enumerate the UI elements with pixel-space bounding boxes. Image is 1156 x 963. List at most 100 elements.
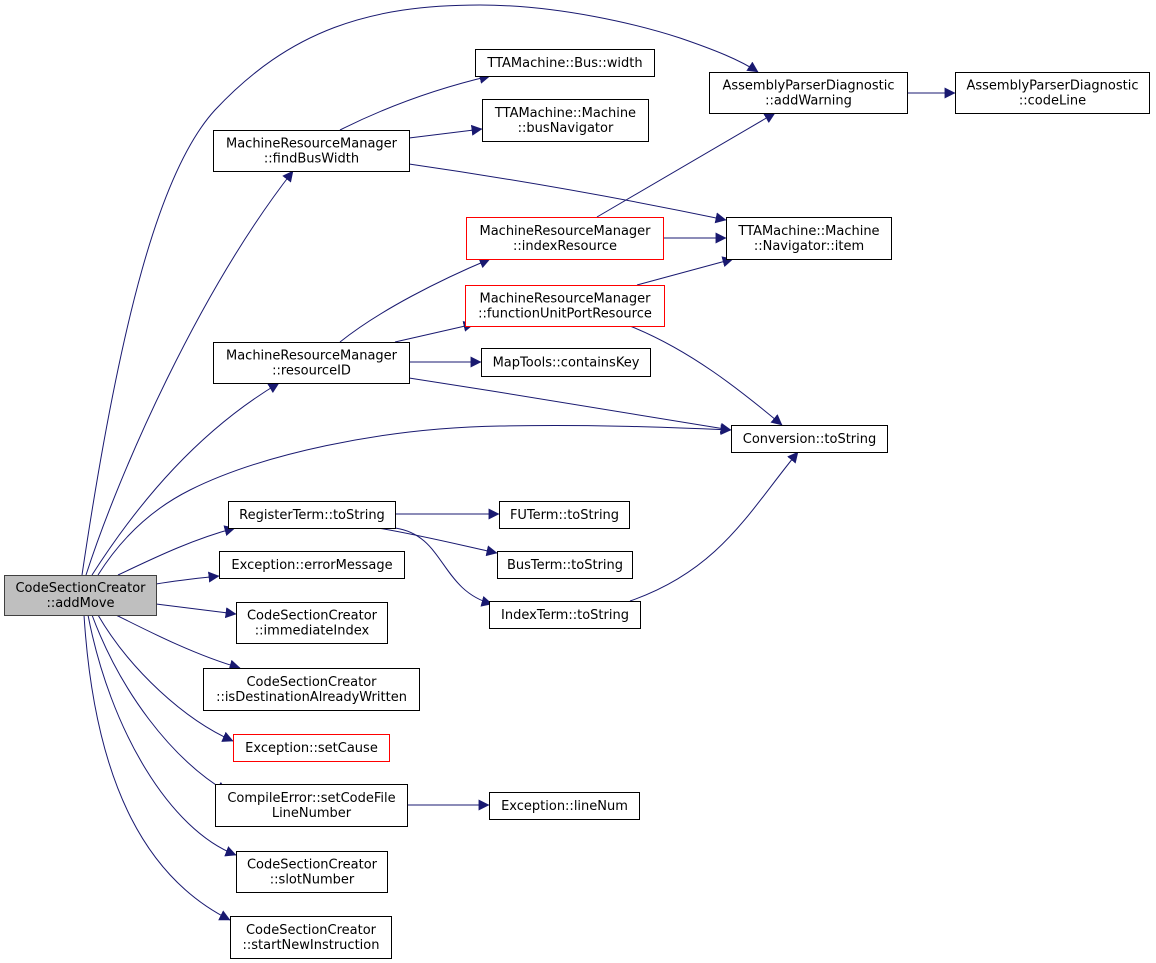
node-conversion-tostring[interactable]: Conversion::toString: [731, 425, 888, 453]
node-label-line: ::isDestinationAlreadyWritten: [216, 690, 407, 705]
node-label-line: LineNumber: [272, 806, 352, 821]
node-fu-port-resource[interactable]: MachineResourceManager::functionUnitPort…: [465, 285, 665, 327]
edges-layer: [81, 4, 956, 921]
edge-root-to-immediate_index: [155, 603, 237, 619]
node-label-line: CodeSectionCreator: [247, 858, 378, 873]
node-label-line: CodeSectionCreator: [15, 581, 146, 596]
node-box: [475, 49, 655, 77]
node-box: [466, 217, 664, 260]
edge-root-to-resource_id: [91, 382, 280, 576]
edge-index_resource-to-add_warning: [596, 112, 776, 218]
node-label-line: Exception::errorMessage: [231, 558, 392, 573]
node-label-line: MachineResourceManager: [479, 292, 651, 307]
node-line-num[interactable]: Exception::lineNum: [489, 792, 640, 820]
node-box: [4, 575, 157, 616]
edge-index_term_tostring-to-conversion_tostring: [629, 451, 799, 602]
node-box: [213, 130, 410, 172]
node-label-line: MachineResourceManager: [226, 349, 398, 364]
node-navigator-item[interactable]: TTAMachine::Machine::Navigator::item: [726, 217, 892, 260]
node-label-line: ::busNavigator: [518, 121, 614, 136]
node-label-line: RegisterTerm::toString: [239, 508, 385, 523]
node-label-line: Exception::lineNum: [501, 799, 628, 814]
node-box: [465, 285, 665, 327]
edge-find_bus_width-to-bus_navigator: [408, 124, 483, 139]
node-label-line: ::slotNumber: [270, 873, 355, 888]
node-box: [481, 348, 651, 377]
edge-root-to-set_code_file_line: [91, 614, 228, 793]
node-box: [219, 551, 405, 579]
node-add-warning[interactable]: AssemblyParserDiagnostic::addWarning: [709, 72, 908, 114]
edge-fu_port_resource-to-navigator_item: [636, 256, 734, 286]
node-label-line: Exception::setCause: [245, 741, 378, 756]
node-label-line: ::startNewInstruction: [243, 938, 380, 953]
node-label-line: CodeSectionCreator: [247, 609, 378, 624]
edge-register_term_tostring-to-index_term_tostring: [394, 527, 493, 607]
node-label-line: ::addMove: [46, 596, 114, 611]
edge-register_term_tostring-to-bus_term_tostring: [377, 527, 498, 557]
node-label-line: AssemblyParserDiagnostic: [966, 79, 1138, 94]
node-find-bus-width[interactable]: MachineResourceManager::findBusWidth: [213, 130, 410, 172]
edge-fu_port_resource-to-conversion_tostring: [629, 325, 783, 426]
node-label-line: TTAMachine::Bus::width: [486, 56, 642, 71]
edge-find_bus_width-to-navigator_item: [408, 163, 727, 224]
node-error-message[interactable]: Exception::errorMessage: [219, 551, 405, 579]
node-label-line: FUTerm::toString: [510, 508, 619, 523]
node-label-line: CodeSectionCreator: [246, 923, 377, 938]
node-label-line: Conversion::toString: [743, 432, 877, 447]
node-label-line: ::Navigator::item: [754, 239, 864, 254]
node-root[interactable]: CodeSectionCreator::addMove: [4, 575, 157, 616]
node-index-resource[interactable]: MachineResourceManager::indexResource: [466, 217, 664, 260]
node-box: [482, 99, 649, 142]
edge-root-to-is_dest_written: [115, 614, 241, 671]
node-immediate-index[interactable]: CodeSectionCreator::immediateIndex: [236, 602, 388, 644]
node-slot-number[interactable]: CodeSectionCreator::slotNumber: [236, 851, 388, 893]
node-label-line: ::addWarning: [765, 94, 852, 109]
node-box: [489, 792, 640, 820]
node-box: [236, 602, 388, 644]
node-label-line: CodeSectionCreator: [246, 675, 377, 690]
node-label-line: AssemblyParserDiagnostic: [722, 79, 894, 94]
node-box: [709, 72, 908, 114]
node-label-line: IndexTerm::toString: [501, 608, 629, 623]
node-label-line: ::codeLine: [1019, 94, 1086, 109]
edge-root-to-find_bus_width: [85, 170, 294, 576]
node-label-line: ::functionUnitPortResource: [478, 307, 652, 322]
node-box: [228, 501, 396, 529]
node-box: [215, 784, 408, 827]
node-box: [955, 72, 1150, 114]
node-box: [213, 342, 410, 384]
edge-root-to-set_cause: [97, 614, 234, 742]
node-label-line: ::findBusWidth: [264, 152, 359, 167]
edge-resource_id-to-fu_port_resource: [394, 320, 475, 343]
node-label-line: ::indexResource: [513, 239, 617, 254]
node-box: [230, 916, 392, 959]
edge-root-to-add_warning: [81, 4, 759, 576]
node-code-line[interactable]: AssemblyParserDiagnostic::codeLine: [955, 72, 1150, 114]
node-start-new-instruction[interactable]: CodeSectionCreator::startNewInstruction: [230, 916, 392, 959]
node-bus-navigator[interactable]: TTAMachine::Machine::busNavigator: [482, 99, 649, 142]
node-label-line: MapTools::containsKey: [493, 356, 640, 371]
node-is-dest-written[interactable]: CodeSectionCreator::isDestinationAlready…: [203, 668, 420, 711]
node-label-line: TTAMachine::Machine: [494, 106, 636, 121]
node-contains-key[interactable]: MapTools::containsKey: [481, 348, 651, 377]
edge-root-to-start_new_instruction: [83, 614, 231, 921]
node-label-line: TTAMachine::Machine: [737, 224, 879, 239]
node-box: [203, 668, 420, 711]
node-label-line: MachineResourceManager: [479, 224, 651, 239]
node-box: [489, 601, 641, 629]
node-label-line: BusTerm::toString: [507, 558, 623, 573]
node-register-term-tostring[interactable]: RegisterTerm::toString: [228, 501, 396, 529]
node-bus-term-tostring[interactable]: BusTerm::toString: [497, 551, 633, 579]
node-resource-id[interactable]: MachineResourceManager::resourceID: [213, 342, 410, 384]
node-fu-term-tostring[interactable]: FUTerm::toString: [499, 501, 630, 529]
node-bus-width[interactable]: TTAMachine::Bus::width: [475, 49, 655, 77]
node-index-term-tostring[interactable]: IndexTerm::toString: [489, 601, 641, 629]
node-set-cause[interactable]: Exception::setCause: [233, 734, 390, 762]
edge-root-to-conversion_tostring: [97, 424, 732, 576]
edge-root-to-slot_number: [87, 614, 237, 857]
node-box: [731, 425, 888, 453]
edge-resource_id-to-index_resource: [339, 257, 491, 343]
node-box: [233, 734, 390, 762]
